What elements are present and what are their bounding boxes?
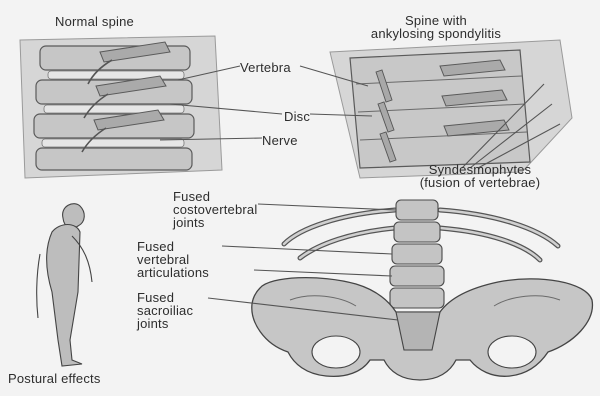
label-vertebra: Vertebra: [240, 61, 291, 74]
ankylosing-spine-illustration: [330, 40, 572, 178]
normal-spine-illustration: [20, 36, 222, 178]
label-nerve: Nerve: [262, 134, 298, 147]
normal-vertebra-4: [36, 148, 192, 170]
lumbar-spine: [390, 200, 444, 308]
label-postural-effects: Postural effects: [8, 372, 101, 385]
normal-vertebra-3: [34, 110, 194, 138]
label-fused-sacroiliac-joints: Fused sacroiliac joints: [137, 291, 193, 330]
label-syndesmophytes: Syndesmophytes (fusion of vertebrae): [400, 163, 560, 189]
normal-vertebra-1: [40, 42, 190, 70]
postural-figure: [37, 204, 92, 366]
normal-disc-1: [48, 71, 184, 79]
label-fused-vertebral-articulations: Fused vertebral articulations: [137, 240, 209, 279]
label-disc: Disc: [284, 110, 310, 123]
label-fused-costovertebral-joints: Fused costovertebral joints: [173, 190, 257, 229]
label-ankylosing-spine: Spine with ankylosing spondylitis: [326, 14, 546, 40]
normal-disc-2: [44, 105, 184, 113]
normal-vertebra-2: [36, 76, 192, 104]
label-normal-spine: Normal spine: [55, 15, 134, 28]
